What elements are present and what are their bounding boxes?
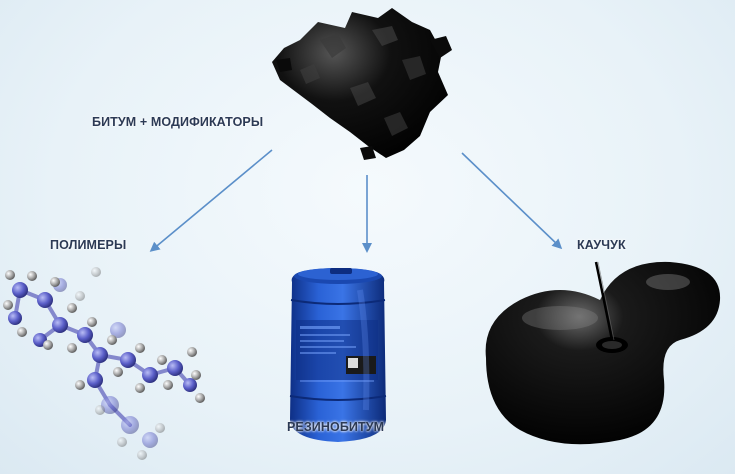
rubber-blob-icon <box>485 261 721 445</box>
barrel-icon <box>289 268 387 442</box>
arrow-to-polymers <box>149 149 273 252</box>
root-label: БИТУМ + МОДИФИКАТОРЫ <box>92 115 264 129</box>
polymer-molecule-icon <box>3 267 205 460</box>
arrow-to-rubber <box>461 152 563 250</box>
rubber-label: КАУЧУК <box>577 238 626 252</box>
bitumen-chunks-icon <box>272 8 452 160</box>
polymers-label: ПОЛИМЕРЫ <box>50 238 127 252</box>
rezinobitum-label: РЕЗИНОБИТУМ <box>287 420 385 434</box>
